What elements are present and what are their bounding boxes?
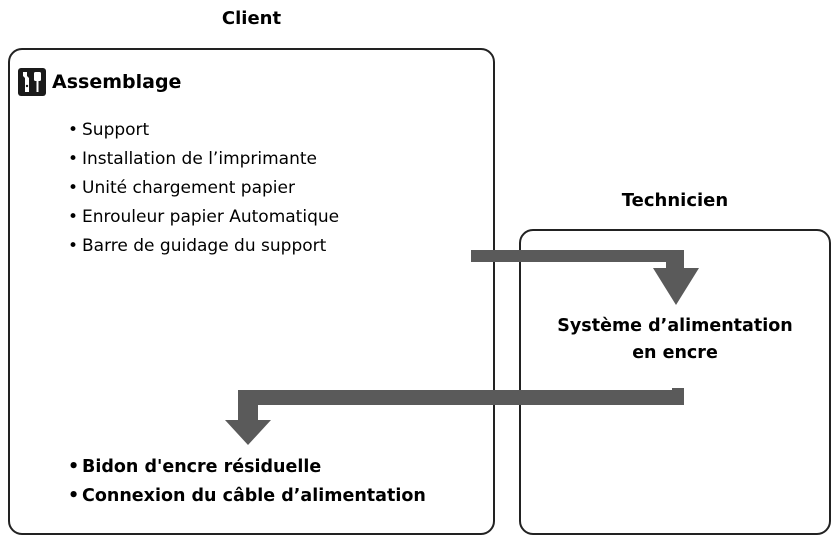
- final-item-power-cable: Connexion du câble d’alimentation: [82, 486, 426, 506]
- assembly-item-media-guide: Barre de guidage du support: [82, 236, 327, 256]
- technician-step-line1: Système d’alimentation: [557, 316, 793, 336]
- assembly-item-support: Support: [82, 120, 150, 140]
- technician-step: Système d’alimentation en encre: [519, 313, 831, 367]
- technician-box: [519, 229, 831, 535]
- assembly-item-auto-take-up: Enrouleur papier Automatique: [82, 207, 340, 227]
- arrow-to-client: [225, 388, 684, 445]
- list-item: •Support: [68, 120, 150, 140]
- tools-icon: [18, 68, 46, 96]
- final-item-waste-ink: Bidon d'encre résiduelle: [82, 457, 322, 477]
- assembly-list: •Support •Installation de l’imprimante •…: [68, 116, 339, 261]
- assembly-title: Assemblage: [52, 71, 182, 93]
- assembly-item-printer-install: Installation de l’imprimante: [82, 149, 318, 169]
- client-heading: Client: [221, 8, 282, 29]
- list-item: •Installation de l’imprimante: [68, 149, 318, 169]
- arrow-to-technician: [471, 250, 699, 305]
- technician-step-line2: en encre: [632, 343, 718, 363]
- list-item: •Unité chargement papier: [68, 178, 295, 198]
- assembly-item-paper-feed: Unité chargement papier: [82, 178, 295, 198]
- list-item: •Connexion du câble d’alimentation: [68, 486, 426, 506]
- assembly-header: Assemblage: [18, 68, 181, 96]
- list-item: •Bidon d'encre résiduelle: [68, 457, 322, 477]
- list-item: •Barre de guidage du support: [68, 236, 327, 256]
- list-item: •Enrouleur papier Automatique: [68, 207, 340, 227]
- technician-heading: Technicien: [621, 190, 729, 211]
- client-box: [8, 48, 495, 535]
- final-list: •Bidon d'encre résiduelle •Connexion du …: [68, 453, 426, 511]
